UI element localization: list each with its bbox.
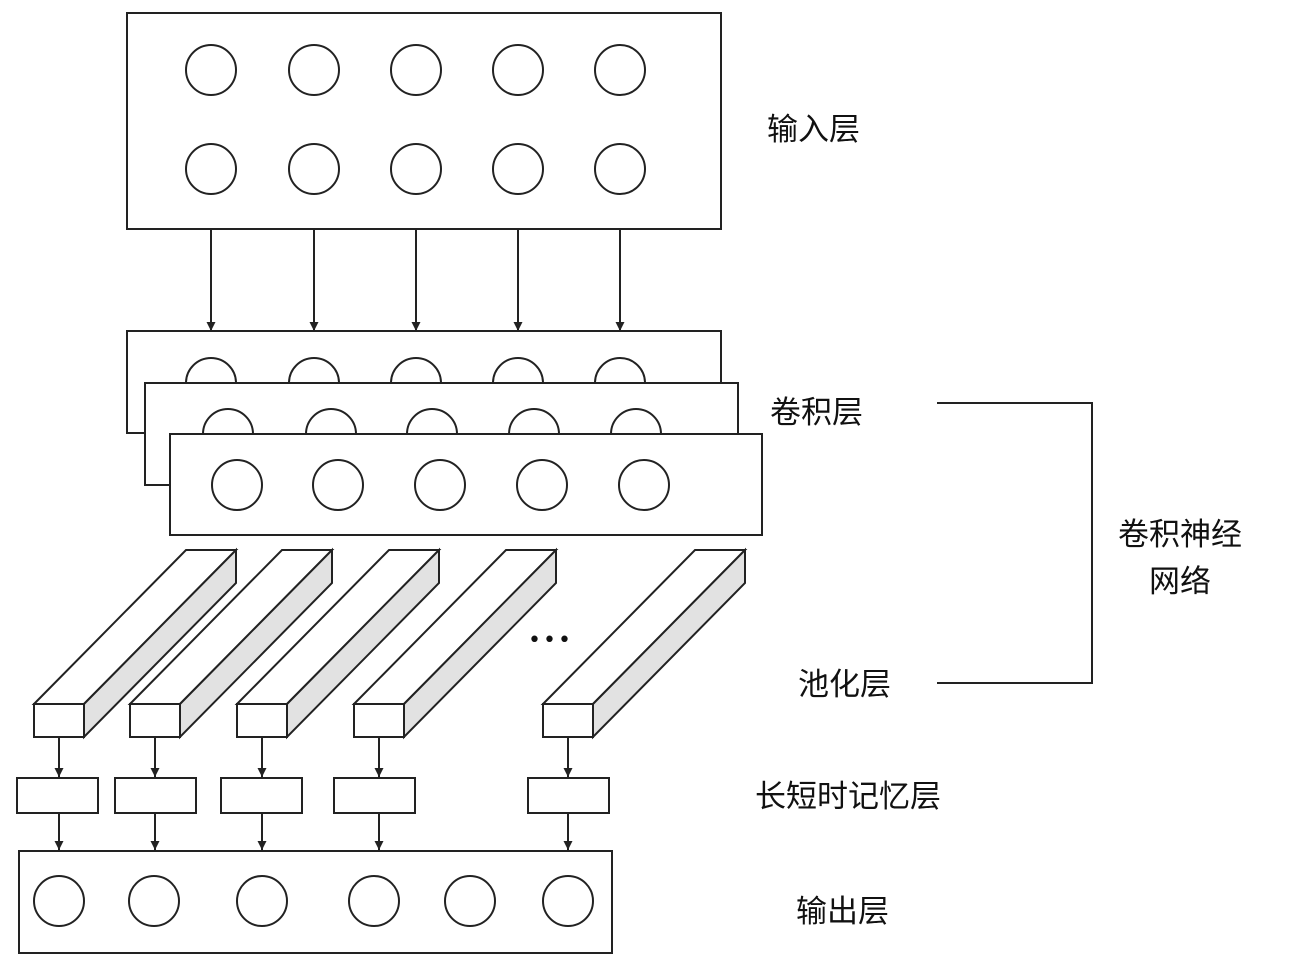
pool-prism-3 — [351, 547, 559, 740]
output-neuron-1 — [128, 875, 180, 927]
lstm-cell-4 — [527, 777, 610, 814]
conv-feature-map-3 — [169, 433, 763, 536]
conv-neuron-3-4 — [618, 459, 670, 511]
output-neuron-5 — [542, 875, 594, 927]
output-neuron-3 — [348, 875, 400, 927]
conv-neuron-3-0 — [211, 459, 263, 511]
lstm-cell-2 — [220, 777, 303, 814]
input-neuron-0-4 — [594, 44, 646, 96]
pool-prism-1 — [127, 547, 335, 740]
lstm-cell-0 — [16, 777, 99, 814]
lstm-layer-label: 长短时记忆层 — [755, 779, 941, 815]
conv-neuron-3-3 — [516, 459, 568, 511]
pool-prism-front-2 — [236, 703, 288, 738]
pool-prism-front-3 — [353, 703, 405, 738]
output-neuron-4 — [444, 875, 496, 927]
pool-prism-front-0 — [33, 703, 85, 738]
output-neuron-0 — [33, 875, 85, 927]
pool-prism-front-1 — [129, 703, 181, 738]
pool-prism-0 — [31, 547, 239, 740]
input-neuron-1-2 — [390, 143, 442, 195]
cnn-bracket — [937, 402, 1093, 684]
input-neuron-0-2 — [390, 44, 442, 96]
input-layer-label: 输入层 — [767, 112, 860, 148]
cnn-group-label-line1: 卷积神经 — [1118, 517, 1242, 553]
input-neuron-1-1 — [288, 143, 340, 195]
cnn-group-label-line2: 网络 — [1149, 563, 1211, 600]
input-neuron-1-0 — [185, 143, 237, 195]
pool-layer-label: 池化层 — [798, 667, 891, 703]
pool-prism-4 — [540, 547, 748, 740]
ellipsis: ••• — [528, 628, 573, 653]
conv-neuron-3-2 — [414, 459, 466, 511]
pool-prism-front-4 — [542, 703, 594, 738]
pool-prism-2 — [234, 547, 442, 740]
lstm-cell-1 — [114, 777, 197, 814]
output-layer-box — [18, 850, 613, 954]
input-neuron-0-1 — [288, 44, 340, 96]
lstm-cell-3 — [333, 777, 416, 814]
output-neuron-2 — [236, 875, 288, 927]
input-neuron-1-4 — [594, 143, 646, 195]
input-neuron-0-0 — [185, 44, 237, 96]
conv-neuron-3-1 — [312, 459, 364, 511]
cnn-group-label: 卷积神经 网络 — [1118, 512, 1242, 605]
input-neuron-0-3 — [492, 44, 544, 96]
conv-layer-label: 卷积层 — [770, 395, 863, 431]
output-layer-label: 输出层 — [796, 894, 889, 930]
input-neuron-1-3 — [492, 143, 544, 195]
